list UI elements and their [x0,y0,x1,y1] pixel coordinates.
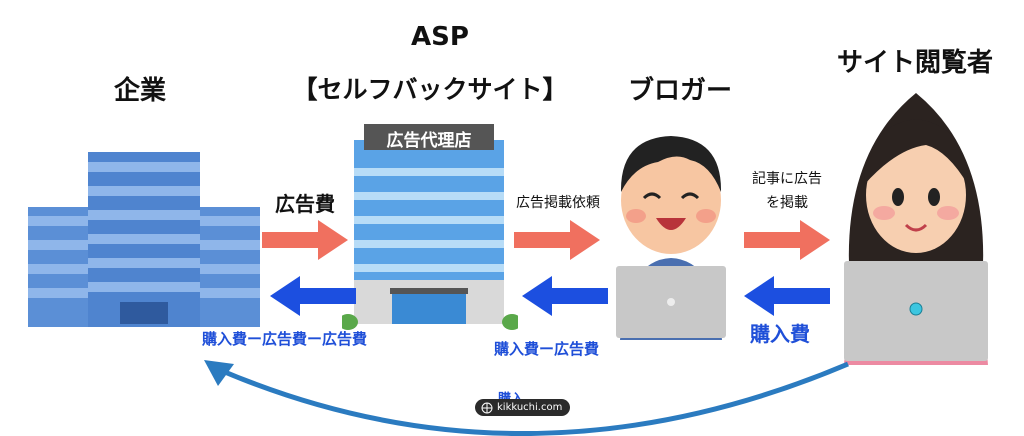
blogger-heading: ブロガー [627,76,732,106]
arrow-blogger-to-asp [522,276,608,316]
viewer-heading: サイト閲覧者 [836,48,993,78]
globe-icon [481,402,493,414]
watermark-badge: kikkuchi.com [475,399,571,416]
label-purchase-minus-fees: 購入費ー広告費ー広告費 [202,330,368,348]
arrow-blogger-to-viewer [744,220,830,260]
arrow-viewer-to-blogger [744,276,830,316]
ad-agency-sign: 広告代理店 [386,131,472,151]
label-purchase-minus-fee: 購入費ー広告費 [494,340,600,358]
asp-heading: ASP [411,22,469,52]
label-ad-placement-request: 広告掲載依頼 [516,195,600,211]
label-post-ad-line2: を掲載 [766,195,808,211]
label-post-ad-line1: 記事に広告 [752,171,822,187]
company-building-icon [28,152,260,327]
site-viewer-person-icon [844,93,988,365]
company-heading: 企業 [113,76,166,106]
arrow-asp-to-blogger [514,220,600,260]
arrow-company-to-asp [262,220,348,260]
curved-purchase-arrow [204,360,849,436]
blogger-person-icon [616,136,726,340]
ad-agency-building-icon [342,124,518,330]
label-purchase-fee: 購入費 [750,322,810,346]
arrow-asp-to-company [270,276,356,316]
watermark-text: kikkuchi.com [497,402,563,413]
label-ad-fee: 広告費 [275,192,335,216]
asp-subheading: 【セルフバックサイト】 [292,75,568,104]
